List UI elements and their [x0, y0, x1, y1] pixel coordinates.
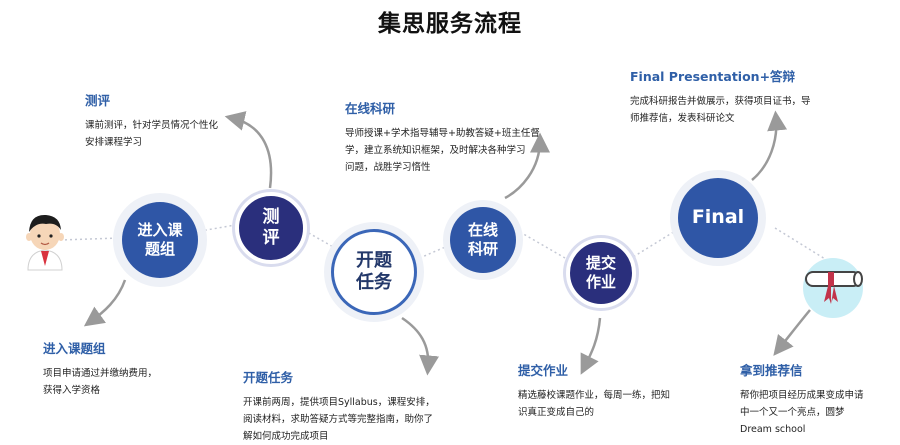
step-final-desc: 完成科研报告并做展示，获得项目证书，导 师推荐信，发表科研论文 [630, 96, 811, 124]
step-recommend-heading: 拿到推荐信 [740, 363, 803, 378]
step-submit-info: 提交作业 精选藤校课题作业，每周一练，把知 识真正变成自己的 [518, 360, 718, 421]
step-online-desc: 导师授课+学术指导辅导+助教答疑+班主任督 学，建立系统知识框架，及时解决各种学… [345, 128, 540, 173]
arrow-submit [580, 317, 602, 375]
arrow-recommend [773, 309, 811, 356]
diploma-icon-halo [803, 258, 863, 318]
step-submit-desc: 精选藤校课题作业，每周一练，把知 识真正变成自己的 [518, 390, 671, 418]
step-enter-desc: 项目申请通过并缴纳费用， 获得入学资格 [43, 368, 158, 396]
step-recommend-desc: 帮你把项目经历成果变成申请 中一个又一个亮点，圆梦 Dream school [740, 390, 864, 435]
arrow-topic [401, 316, 440, 376]
step-assess-info: 测评 课前测评，针对学员情况个性化 安排课程学习 [85, 90, 255, 151]
arrow-online [504, 132, 550, 200]
step-final-info: Final Presentation+答辩 完成科研报告并做展示，获得项目证书，… [630, 66, 860, 127]
node-online: 在线 科研 [450, 207, 516, 273]
step-recommend-info: 拿到推荐信 帮你把项目经历成果变成申请 中一个又一个亮点，圆梦 Dream sc… [740, 360, 890, 438]
step-enter-info: 进入课题组 项目申请通过并缴纳费用， 获得入学资格 [43, 338, 203, 399]
step-topic-heading: 开题任务 [243, 370, 294, 385]
step-online-info: 在线科研 导师授课+学术指导辅导+助教答疑+班主任督 学，建立系统知识框架，及时… [345, 98, 575, 176]
diploma-icon [805, 271, 863, 304]
node-topic: 开题 任务 [331, 229, 417, 315]
node-final: Final [678, 178, 758, 258]
step-online-heading: 在线科研 [345, 101, 396, 116]
step-topic-info: 开题任务 开课前两周，提供项目Syllabus，课程安排， 阅读材料，求助答疑方… [243, 367, 473, 445]
node-submit: 提交 作业 [566, 238, 636, 308]
arrow-assess [224, 111, 273, 189]
node-assess: 测 评 [235, 192, 307, 264]
arrow-enter [83, 279, 127, 327]
arrow-final [751, 110, 788, 181]
step-assess-desc: 课前测评，针对学员情况个性化 安排课程学习 [85, 120, 219, 148]
step-topic-desc: 开课前两周，提供项目Syllabus，课程安排， 阅读材料，求助答疑方式等完整指… [243, 397, 435, 442]
flow-path-line [59, 224, 831, 263]
step-assess-heading: 测评 [85, 93, 111, 108]
node-enter: 进入课 题组 [122, 202, 198, 278]
page-title: 集思服务流程 [378, 11, 522, 37]
student-avatar-icon [26, 214, 64, 271]
step-submit-heading: 提交作业 [518, 363, 569, 378]
step-final-heading: Final Presentation+答辩 [630, 69, 796, 84]
step-enter-heading: 进入课题组 [43, 341, 106, 356]
